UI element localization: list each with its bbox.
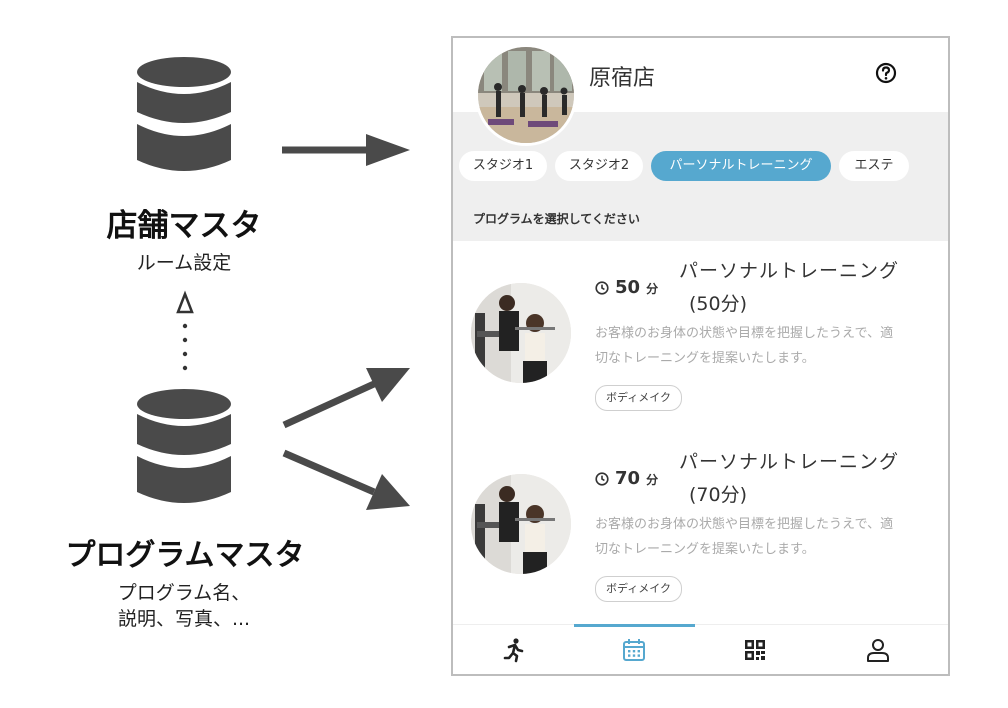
duration-value: 50 bbox=[615, 277, 641, 298]
store-name: 原宿店 bbox=[589, 66, 656, 91]
store-master-database-icon bbox=[137, 57, 231, 171]
program-card[interactable]: 70 分 パーソナルトレーニング (70分) お客様のお身体の状態や目標を把握した… bbox=[453, 432, 948, 622]
app-screen: 原宿店 スタジオ1 スタジオ2 パーソナルトレーニング エステ プログラムを選択… bbox=[451, 36, 950, 676]
program-master-subtitle-line2: 説明、写真、... bbox=[117, 608, 251, 630]
tab-studio-1[interactable]: スタジオ1 bbox=[459, 151, 547, 181]
user-icon[interactable] bbox=[865, 637, 891, 663]
tab-personal-training[interactable]: パーソナルトレーニング bbox=[651, 151, 831, 181]
program-arrow-lower bbox=[282, 449, 376, 496]
tab-studio-2[interactable]: スタジオ2 bbox=[555, 151, 643, 181]
running-icon[interactable] bbox=[501, 637, 527, 663]
section-label: プログラムを選択してください bbox=[473, 212, 640, 226]
program-title-duration: (50分) bbox=[689, 293, 748, 315]
duration: 50 分 bbox=[595, 277, 658, 298]
active-nav-indicator bbox=[574, 624, 695, 627]
room-tabs: スタジオ1 スタジオ2 パーソナルトレーニング エステ bbox=[459, 151, 948, 181]
duration: 70 分 bbox=[595, 468, 658, 489]
program-tag: ボディメイク bbox=[595, 576, 683, 602]
duration-unit: 分 bbox=[646, 473, 659, 487]
duration-unit: 分 bbox=[646, 282, 659, 296]
program-tag: ボディメイク bbox=[595, 385, 683, 411]
yoga-studio-photo bbox=[478, 47, 574, 143]
dependency-arrow bbox=[176, 290, 194, 371]
program-master-title: プログラムマスタ bbox=[65, 538, 305, 573]
program-photo bbox=[471, 283, 571, 383]
store-avatar bbox=[475, 44, 577, 146]
program-title-duration: (70分) bbox=[689, 484, 748, 506]
arrows bbox=[282, 134, 410, 510]
program-arrow-upper bbox=[282, 380, 376, 429]
clock-icon bbox=[595, 472, 609, 486]
program-card[interactable]: 50 分 パーソナルトレーニング (50分) お客様のお身体の状態や目標を把握した… bbox=[453, 241, 948, 431]
store-master-title: 店舗マスタ bbox=[106, 208, 262, 244]
training-photo bbox=[471, 474, 571, 574]
bottom-nav bbox=[453, 624, 948, 674]
training-photo bbox=[471, 283, 571, 383]
program-title: パーソナルトレーニング bbox=[679, 451, 900, 473]
store-master-subtitle: ルーム設定 bbox=[136, 252, 232, 274]
tab-esthetic[interactable]: エステ bbox=[839, 151, 909, 181]
clock-icon bbox=[595, 281, 609, 295]
calendar-icon[interactable] bbox=[621, 637, 647, 663]
qr-code-icon[interactable] bbox=[742, 637, 768, 663]
program-photo bbox=[471, 474, 571, 574]
program-master-database-icon bbox=[137, 389, 231, 503]
program-master-subtitle-line1: プログラム名、 bbox=[117, 582, 251, 604]
program-description: お客様のお身体の状態や目標を把握したうえで、適切なトレーニングを提案いたします。 bbox=[595, 326, 894, 366]
duration-value: 70 bbox=[615, 468, 641, 489]
program-title: パーソナルトレーニング bbox=[679, 260, 900, 282]
program-description: お客様のお身体の状態や目標を把握したうえで、適切なトレーニングを提案いたします。 bbox=[595, 517, 894, 557]
help-icon[interactable] bbox=[875, 62, 897, 84]
